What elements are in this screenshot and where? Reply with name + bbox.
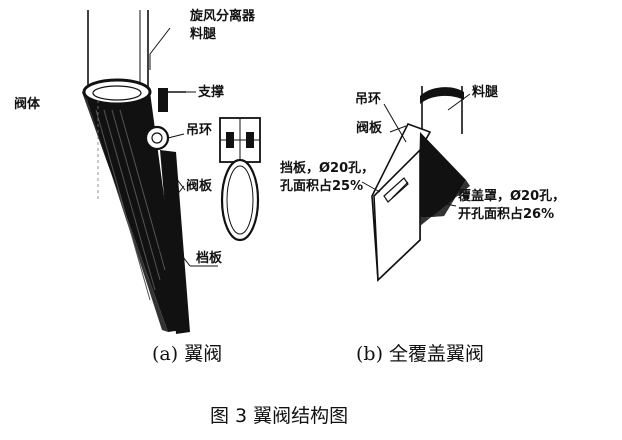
panel-a-subtitle: (a) 翼阀 [152, 343, 222, 365]
label-baffle-b-line2: 孔面积占25% [280, 178, 363, 194]
panel-a-leaders [149, 27, 218, 267]
label-hanging-ring-a: 吊环 [186, 123, 212, 138]
label-baffle-a: 档板 [196, 250, 223, 266]
figure-caption: 图 3 翼阀结构图 [210, 405, 348, 427]
label-baffle-b-line1: 挡板，Ø20孔， [280, 160, 374, 176]
label-valve-body: 阀体 [14, 96, 41, 112]
label-separator-leg-line2: 料腿 [190, 26, 216, 42]
panel-b-leaders [361, 93, 471, 207]
label-separator-leg-line1: 旋风分离器 [189, 8, 256, 24]
label-dipleg-b: 料腿 [472, 84, 498, 100]
label-support: 支撑 [197, 84, 224, 100]
label-valve-plate-a: 阀板 [186, 178, 213, 194]
label-cover-line1: 覆盖罩，Ø20孔， [458, 188, 565, 204]
label-cover-line2: 开孔面积占26% [458, 206, 554, 222]
panel-a-drawing [82, 10, 190, 334]
panel-b-subtitle: (b) 全覆盖翼阀 [356, 343, 484, 365]
panel-b-drawing [371, 86, 470, 282]
label-hanging-ring-b: 吊环 [355, 92, 381, 107]
panel-a-detail-view [219, 117, 261, 242]
label-valve-plate-b: 阀板 [356, 120, 383, 136]
